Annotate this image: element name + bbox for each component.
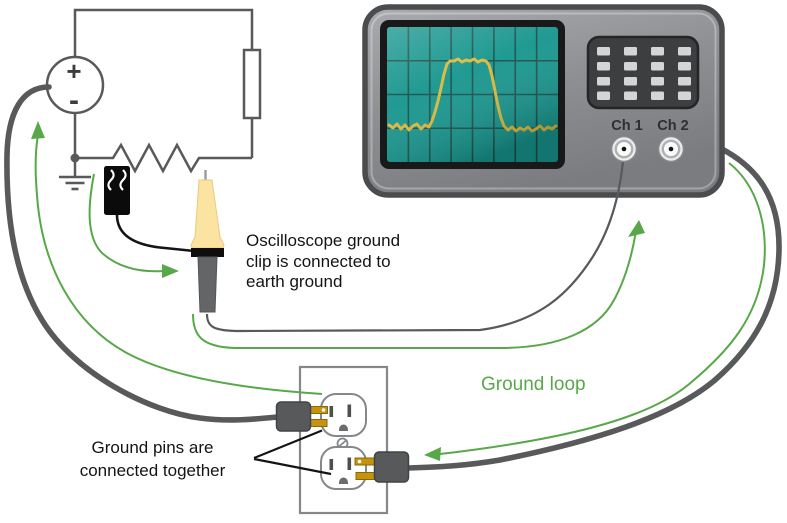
screen-gloss — [387, 27, 558, 162]
plug-left — [275, 401, 328, 432]
panel-button[interactable] — [624, 62, 637, 71]
panel-button[interactable] — [597, 47, 610, 56]
loop-arrow-scope-to-outlet — [439, 162, 766, 455]
panel-button[interactable] — [597, 62, 610, 71]
receptacle-bottom — [320, 446, 367, 490]
zigzag-resistor — [75, 142, 252, 174]
loop-arrow-circuit-to-probe — [88, 173, 165, 273]
power-cord-right — [405, 145, 782, 471]
panel-button[interactable] — [678, 47, 691, 56]
panel-button[interactable] — [651, 91, 664, 101]
channel-2-label: Ch 2 — [657, 118, 688, 134]
panel-button[interactable] — [624, 77, 637, 86]
arrowhead-up-icon — [628, 220, 645, 237]
arrowheads — [31, 121, 645, 461]
clip-lead-wire — [115, 214, 195, 253]
load-resistor — [242, 48, 262, 120]
source-plus-sign: + — [66, 56, 81, 86]
oscilloscope-probe — [190, 170, 225, 313]
panel-button[interactable] — [624, 47, 637, 56]
probe-cone — [190, 179, 225, 249]
ground-loop-label: Ground loop — [481, 374, 586, 395]
earth-ground-icon — [59, 175, 91, 191]
source-minus-sign: - — [69, 84, 79, 117]
slot-icon — [347, 404, 352, 417]
bnc-connector-ch2 — [657, 135, 685, 163]
button-grid — [597, 47, 691, 100]
power-cord-left — [4, 84, 281, 423]
panel-button[interactable] — [597, 91, 610, 101]
probe-handle — [197, 256, 218, 313]
ground-clip-icon — [104, 166, 130, 215]
channel-1-label: Ch 1 — [611, 118, 642, 134]
panel-button[interactable] — [651, 62, 664, 71]
ground-hole-icon — [339, 424, 348, 431]
plug-right — [354, 451, 410, 483]
panel-button[interactable] — [597, 77, 610, 86]
panel-button[interactable] — [651, 47, 664, 56]
panel-button[interactable] — [624, 91, 637, 101]
ground-pins-pointer-lines — [253, 429, 332, 476]
test-circuit — [45, 8, 262, 191]
junction-dot — [70, 153, 80, 163]
ground-pins-note: Ground pins are connected together — [79, 438, 226, 480]
arrowhead-left-icon — [424, 447, 441, 461]
panel-button[interactable] — [678, 62, 691, 71]
probe-ground-note: Oscilloscope ground clip is connected to… — [246, 231, 401, 291]
probe-cable — [205, 148, 626, 333]
panel-button[interactable] — [651, 77, 664, 86]
ground-hole-icon — [339, 477, 348, 484]
panel-button[interactable] — [678, 77, 691, 86]
arrowhead-right-icon — [162, 264, 179, 278]
receptacle-top — [320, 393, 367, 437]
slot-icon — [347, 457, 352, 470]
bnc-connector-ch1 — [610, 135, 638, 163]
circuit-top-wire — [73, 8, 254, 57]
arrowhead-up-icon — [31, 121, 45, 139]
loop-arrow-outlet-to-circuit — [34, 134, 323, 395]
slot-icon — [329, 406, 334, 417]
oscilloscope: Ch 1 Ch 2 — [362, 4, 725, 198]
panel-button[interactable] — [678, 91, 691, 101]
slot-icon — [329, 459, 334, 470]
ground-loop-arrows — [34, 134, 766, 455]
loop-arrow-probe-to-scope — [192, 230, 637, 349]
button-panel — [586, 35, 700, 110]
probe-band — [191, 248, 224, 257]
wall-outlet — [275, 365, 410, 515]
